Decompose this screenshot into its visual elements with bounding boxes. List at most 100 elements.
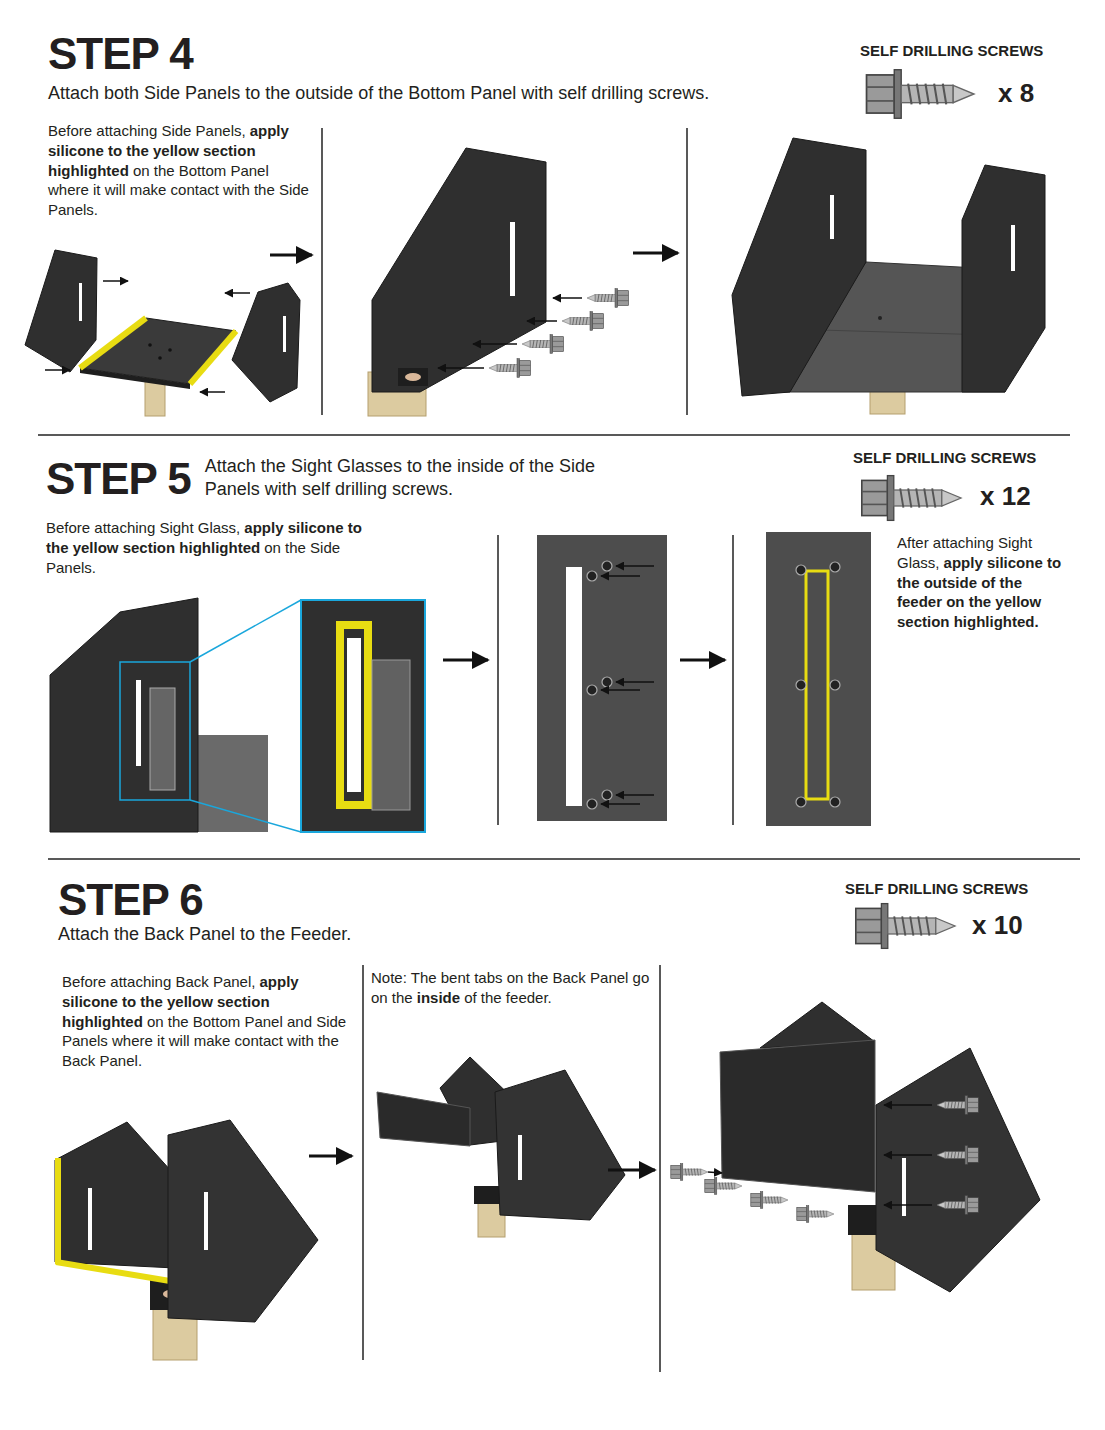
note-text-block: After attaching Sight Glass,apply silico… [897,533,1062,632]
back-panel-exploded-view [377,1057,655,1237]
back-panel-screws-view-part [937,1146,978,1165]
back-panel-silicone-view-part [204,1192,208,1250]
note-text: Before attaching Side Panels, [48,122,246,139]
note-text: of the feeder. [464,989,552,1006]
back-panel-exploded-view-part [518,1135,522,1180]
screw-count: x 12 [980,481,1031,511]
exploded-view-part [232,283,300,402]
back-panel-screws-view-part [708,1105,932,1205]
exploded-view-part-part [45,369,70,371]
exploded-view-part [45,281,250,392]
screw-icon [856,70,974,949]
note-text-block: Before attaching Sight Glass,apply silic… [46,518,386,577]
assembled-view-part [732,138,866,396]
note-text-block: Before attaching Side Panels,apply silic… [48,121,313,220]
assembled-view [732,138,1045,414]
sight-glass-screws-view-part-part [616,794,654,796]
sight-glass-screws-view-part-part [601,689,640,691]
exploded-view-part [283,316,286,352]
back-panel-screws-view-part [937,1096,978,1115]
side-panel-attach-view-part-part [527,320,557,322]
side-panel-attach-view-part [562,312,603,331]
sight-glass-detail-part [372,660,410,810]
side-panel-attach-view-part [489,359,530,378]
divider-rule [38,435,1080,859]
screw-type-label: SELF DRILLING SCREWS [860,42,1043,59]
step-band: STEP 6Attach the Back Panel to the Feede… [0,860,1105,1430]
back-panel-silicone-view-part [55,1158,61,1264]
back-panel-silicone-view-part [56,1262,176,1282]
back-panel-screws-view-part [937,1196,978,1215]
back-panel-exploded-view-part [495,1070,625,1220]
sight-glass-outside-view-part-part [796,797,806,807]
back-panel-screws-view-part [720,1040,875,1192]
exploded-view-part [190,331,236,384]
back-panel-exploded-view-part [608,1169,655,1172]
sight-glass-detail-part [443,659,488,662]
divider-rule-part [48,858,1080,860]
sight-glass-outside-view-part-part [830,562,840,572]
sight-glass-outside-view-part-part [830,680,840,690]
step-heading: STEP 6 [58,875,203,924]
screw-count: x 8 [998,78,1034,108]
assembled-view-part [1011,225,1015,271]
back-panel-screws-view-part-part [708,1172,722,1173]
back-panel-screws-view-part-part [884,1154,932,1156]
panel-divider-part [659,965,661,1372]
note-text-block: Note: The bent tabs on the Back Panel go… [371,968,651,1008]
sight-glass-outside-view-part-part [796,680,806,690]
assembled-view-part [830,195,834,239]
sight-glass-screws-view-part-part [602,677,612,687]
side-panel-attach-view-part-part [438,367,484,369]
sight-glass-detail-part [120,662,190,800]
step-heading: STEP 5 [46,454,191,503]
assembled-view-part [878,316,882,320]
sight-glass-screws-view-part [566,567,582,806]
step-heading-block: STEP 5 [46,457,191,501]
screw-icon-part [856,904,955,949]
back-panel-screws-view-part [876,1048,1040,1292]
sight-glass-outside-view-part [796,562,840,807]
assembled-view-part [962,165,1045,392]
step-heading-block: STEP 6 [58,878,203,922]
exploded-view-part [25,250,97,372]
panel-divider-part [362,965,364,1360]
exploded-view-part-part [103,280,128,282]
sight-glass-screws-view-part-part [587,685,597,695]
exploded-view-part [79,283,82,321]
side-panel-attach-view-part [510,222,515,296]
exploded-view-part-part [225,292,250,294]
panel-divider-part [732,535,734,825]
divider-rule-part [38,434,1070,436]
sight-glass-screws-view-part [601,566,654,804]
step-instruction: Attach the Back Panel to the Feeder. [58,924,351,944]
note-text-bold: inside [417,989,460,1006]
sight-glass-detail-part [190,800,301,832]
back-panel-screws-view [671,1002,1040,1292]
side-panel-attach-view-part [587,289,628,308]
side-panel-attach-view-part [372,148,546,392]
screw-icon-part [862,476,961,521]
back-panel-silicone-view-part [168,1120,318,1322]
sight-glass-screws-view [537,535,725,821]
note-text-block: Before attaching Back Panel,apply silico… [62,972,347,1071]
exploded-view-part [168,348,172,352]
sight-glass-detail-part [50,598,198,832]
exploded-view-part [270,254,312,257]
back-panel-screws-view-part [751,1192,788,1209]
sight-glass-screws-view-part [537,535,667,821]
screw-type-label-block: SELF DRILLING SCREWS [860,42,1043,59]
step-instruction-block: Attach both Side Panels to the outside o… [48,82,848,105]
screw-count: x 10 [972,910,1023,940]
sight-glass-screws-view-part-part [616,681,654,683]
screw-type-label-block: SELF DRILLING SCREWS [845,880,1028,897]
sight-glass-detail-part [150,688,175,790]
side-panel-attach-view-part [438,298,582,368]
sight-glass-outside-view-part-part [830,797,840,807]
panel-divider-part [686,128,688,415]
sight-glass-detail-part [347,638,361,792]
back-panel-silicone-view-part [309,1155,352,1158]
